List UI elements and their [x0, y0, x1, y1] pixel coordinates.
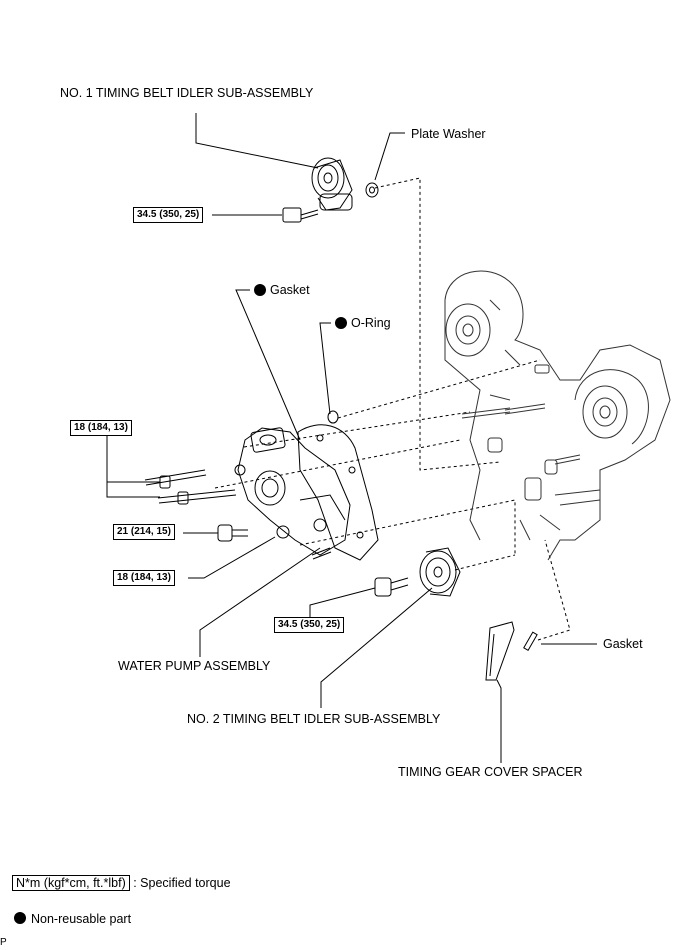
gasket-top-text: Gasket: [270, 283, 310, 297]
label-no2-idler: NO. 2 TIMING BELT IDLER SUB-ASSEMBLY: [187, 712, 441, 726]
o-ring-part: [327, 410, 339, 424]
label-no1-idler: NO. 1 TIMING BELT IDLER SUB-ASSEMBLY: [60, 86, 314, 100]
no2-idler-part: [419, 547, 461, 597]
label-plate-washer: Plate Washer: [411, 127, 486, 141]
torque-no1-idler-bolt: 34.5 (350, 25): [133, 207, 204, 223]
torque-pump-bolt: 21 (214, 15): [113, 524, 175, 540]
no1-idler-part: [311, 157, 353, 211]
nonreusable-legend-dot: [14, 912, 26, 924]
legend-torque-unit: N*m (kgf*cm, ft.*lbf): [12, 875, 130, 891]
torque-pump-studs: 18 (184, 13): [70, 420, 132, 436]
label-gasket-right: Gasket: [603, 637, 643, 651]
torque-pump-nut: 18 (184, 13): [113, 570, 175, 586]
label-o-ring: O-Ring: [335, 316, 391, 330]
o-ring-text: O-Ring: [351, 316, 391, 330]
pump-gasket-part: [297, 424, 379, 561]
legend-nonreusable: Non-reusable part: [31, 912, 132, 926]
alignment-lines: [214, 177, 571, 641]
legend-torque: N*m (kgf*cm, ft.*lbf) : Specified torque: [12, 875, 231, 891]
pump-bolt-part: [217, 524, 248, 542]
leader-lines: [106, 113, 597, 763]
engine-block: [444, 270, 671, 561]
timing-gear-cover-spacer-part: [485, 621, 515, 681]
nonreusable-dot-icon: [254, 284, 266, 296]
label-water-pump: WATER PUMP ASSEMBLY: [118, 659, 271, 673]
legend-torque-desc: : Specified torque: [133, 876, 231, 890]
water-pump-part: [234, 427, 351, 556]
right-gasket-part: [523, 631, 538, 651]
label-gasket-top: Gasket: [254, 283, 310, 297]
label-spacer: TIMING GEAR COVER SPACER: [398, 765, 583, 779]
no2-idler-bolt: [374, 577, 409, 597]
pump-studs: [144, 469, 237, 505]
pump-nut-part: [276, 525, 332, 560]
corner-mark: P: [0, 937, 7, 948]
torque-no2-idler-bolt: 34.5 (350, 25): [274, 617, 345, 633]
nonreusable-dot-icon: [335, 317, 347, 329]
no1-idler-bolt: [282, 207, 319, 223]
plate-washer-part: [365, 182, 379, 198]
